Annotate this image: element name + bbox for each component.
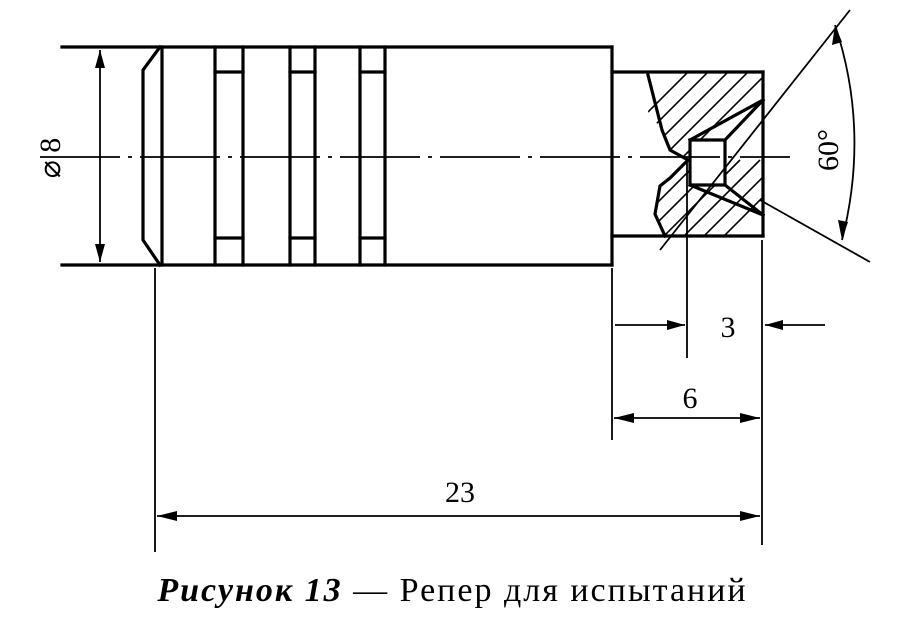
- technical-drawing: ⌀ 8 60° 3 6 23: [34, 9, 871, 552]
- part-outline: [60, 44, 765, 268]
- section-hatching: [648, 72, 763, 236]
- caption-label: Рисунок 13: [157, 572, 343, 609]
- diameter-label: ⌀ 8: [34, 138, 67, 179]
- depth-label: 3: [721, 311, 736, 344]
- angle-label: 60°: [812, 129, 845, 171]
- counterbore-dimension: [614, 413, 760, 423]
- figure-caption: Рисунок 13 — Репер для испытаний: [0, 572, 905, 610]
- angle-dimension: [659, 9, 871, 263]
- caption-dash: —: [353, 572, 390, 609]
- diameter-dimension: [95, 50, 105, 262]
- overall-length-label: 23: [445, 476, 475, 509]
- depth-dimension: [615, 320, 825, 330]
- cone-cavity: [687, 97, 766, 218]
- section-break-line: [646, 73, 691, 239]
- caption-title: Репер для испытаний: [399, 572, 748, 609]
- extension-lines: [154, 160, 763, 552]
- overall-length-dimension: [157, 511, 760, 521]
- counterbore-label: 6: [683, 382, 698, 415]
